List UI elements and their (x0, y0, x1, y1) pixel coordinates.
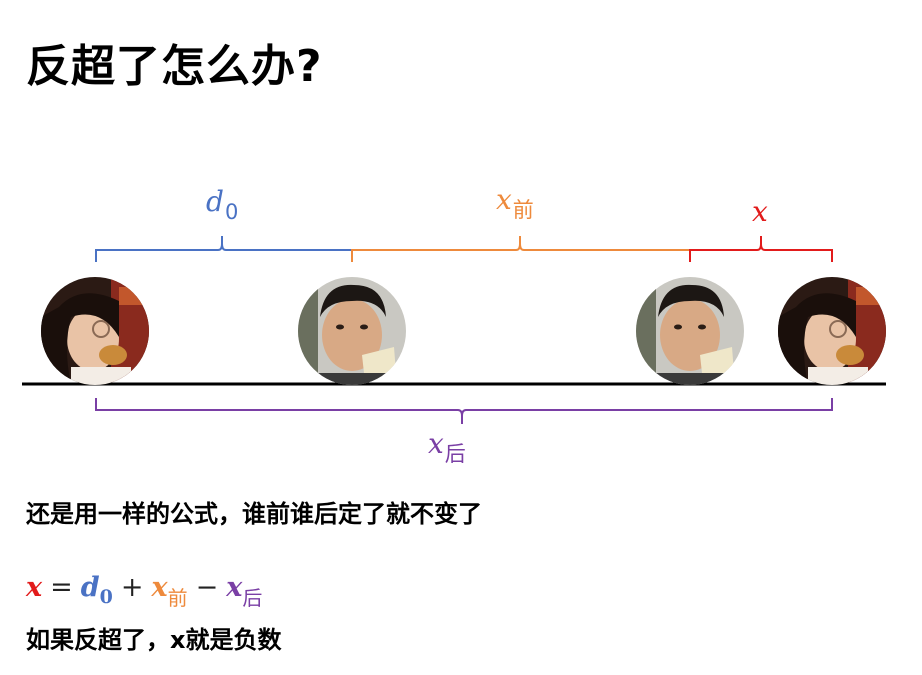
brace-x (690, 236, 832, 262)
brace-x-hou (96, 398, 832, 424)
label-d0: d0 (206, 188, 238, 216)
formula: x=d0+x前−x后 (26, 572, 262, 603)
brace-x-qian (352, 236, 690, 262)
girl-eating-avatar (778, 277, 886, 385)
label-x-hou: x后 (428, 430, 466, 458)
boy-eating-avatar (636, 277, 744, 385)
explanation-line-1: 还是用一样的公式，谁前谁后定了就不变了 (26, 494, 482, 529)
explanation-line-2: 如果反超了，x就是负数 (26, 620, 281, 655)
formula-x-hou: x后 (226, 572, 262, 603)
label-x: x (752, 198, 768, 226)
brace-d0 (96, 236, 352, 262)
girl-eating-avatar (41, 277, 149, 385)
formula-x: x (26, 572, 42, 603)
label-x-qian: x前 (496, 186, 534, 214)
formula-d0: d0 (81, 572, 113, 603)
formula-x-qian: x前 (151, 572, 187, 603)
boy-eating-avatar (298, 277, 406, 385)
